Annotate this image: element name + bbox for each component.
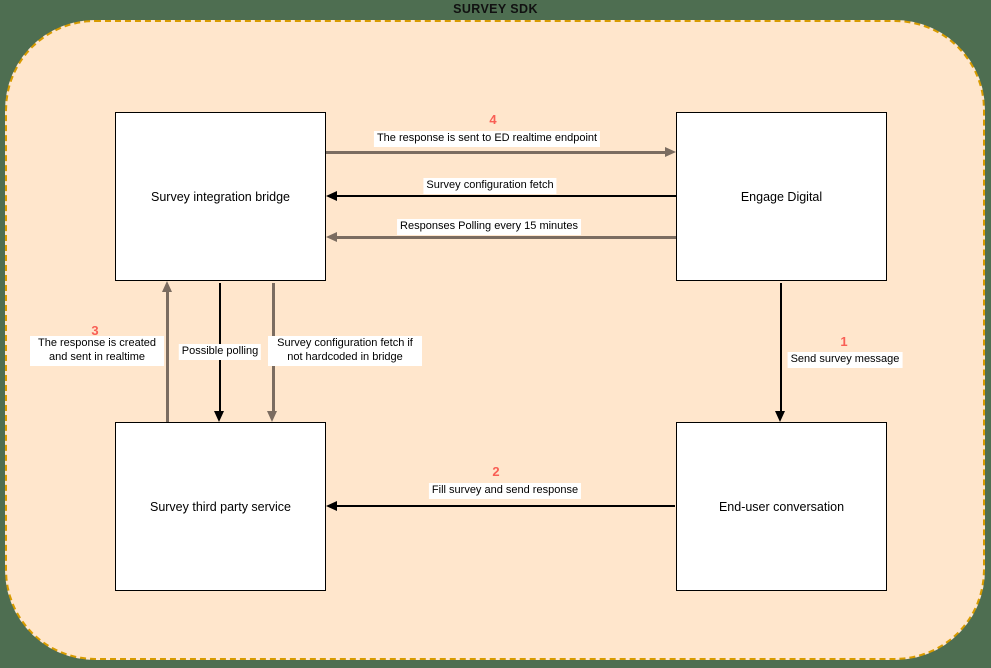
arrowhead-down-icon (775, 411, 785, 422)
step-number-4: 4 (489, 112, 497, 127)
node-end-user-conversation: End-user conversation (676, 422, 887, 591)
node-label: Survey integration bridge (151, 189, 290, 204)
arrowhead-left-icon (326, 501, 337, 511)
step-number-3: 3 (91, 323, 99, 338)
edge-label-config-fetch: Survey configuration fetch (423, 178, 557, 194)
edge-send-survey-line (780, 283, 782, 412)
node-engage-digital: Engage Digital (676, 112, 887, 281)
arrowhead-down-icon (267, 411, 277, 422)
node-survey-third-party-service: Survey third party service (115, 422, 326, 591)
node-label: End-user conversation (718, 499, 845, 514)
node-survey-integration-bridge: Survey integration bridge (115, 112, 326, 281)
arrowhead-left-icon (326, 232, 337, 242)
edge-fill-survey-line (337, 505, 675, 507)
edge-response-created-line (166, 292, 169, 422)
step-number-2: 2 (492, 464, 500, 479)
edge-label-response-to-ed: The response is sent to ED realtime endp… (373, 131, 601, 147)
edge-label-fill-survey: Fill survey and send response (428, 483, 582, 499)
edge-responses-polling-line (336, 236, 676, 239)
node-label: Engage Digital (740, 189, 823, 204)
edge-label-send-survey: Send survey message (787, 352, 903, 368)
node-label: Survey third party service (149, 499, 292, 514)
arrowhead-left-icon (326, 191, 337, 201)
arrowhead-down-icon (214, 411, 224, 422)
edge-config-fetch-line (336, 195, 676, 197)
arrowhead-up-icon (162, 281, 172, 292)
edge-label-responses-polling: Responses Polling every 15 minutes (397, 219, 581, 235)
edge-label-response-created: The response is created and sent in real… (30, 336, 164, 366)
edge-label-possible-polling: Possible polling (178, 344, 262, 360)
edge-label-config-fetch-bridge: Survey configuration fetch if not hardco… (268, 336, 422, 366)
arrowhead-right-icon (665, 147, 676, 157)
edge-response-to-ed-line (326, 151, 666, 154)
diagram-title: SURVEY SDK (453, 2, 538, 16)
step-number-1: 1 (840, 334, 848, 349)
